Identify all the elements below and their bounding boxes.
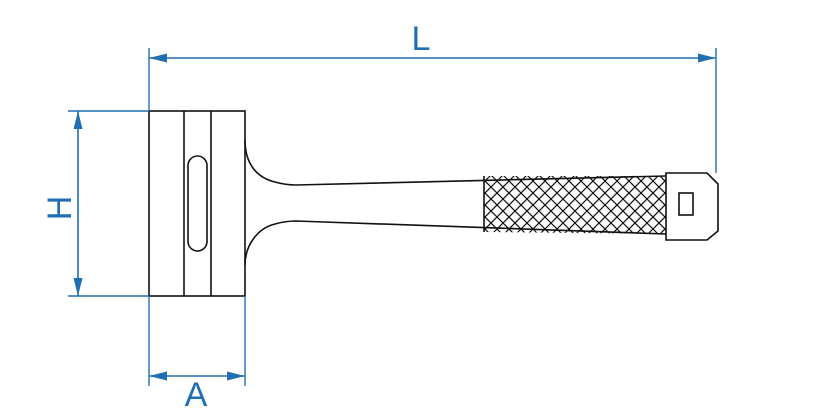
grip-hatch-line (641, 176, 666, 234)
grip-hatch-line (521, 176, 593, 234)
handle-lower-edge (244, 220, 667, 266)
grip-hatch-line (497, 176, 569, 234)
grip-hatch-line (665, 176, 666, 234)
end-cap-slot (678, 192, 694, 216)
grip-hatch-line (605, 176, 666, 234)
grip-hatch-line (593, 176, 665, 234)
grip-hatch-line (690, 170, 760, 240)
dimension-length: L (148, 20, 717, 173)
grip-hatch-line (485, 176, 557, 234)
length-arrow-left (149, 53, 167, 63)
grip-hatch-line (509, 176, 581, 234)
grip-hatch-line (484, 176, 521, 234)
width-arrow-left (149, 371, 167, 381)
grip-hatch-line (641, 176, 666, 234)
hammer-head (148, 110, 246, 297)
grip-hatch-line (484, 176, 497, 234)
grip-hatch-line (678, 170, 748, 240)
grip-hatch-line (678, 170, 748, 240)
height-arrow-bottom (73, 278, 83, 296)
grip-hatch-line (484, 176, 497, 234)
grip-hatch-line (484, 176, 533, 234)
head-slot (187, 155, 208, 252)
grip-hatch-line (581, 176, 653, 234)
dimension-head-width: A (148, 296, 246, 414)
height-arrow-top (73, 111, 83, 129)
grip-hatch-line (484, 176, 545, 234)
grip-hatch-line (545, 176, 617, 234)
grip-hatch-line (629, 176, 666, 234)
length-arrow-right (698, 53, 716, 63)
grip-hatch-line (690, 170, 760, 240)
grip-hatch-line (484, 176, 509, 234)
grip-hatch-line (665, 176, 666, 234)
grip-hatch-line (484, 176, 509, 234)
handle-upper-edge (244, 139, 667, 186)
grip-crosshatch (484, 170, 760, 240)
grip-hatch-line (533, 176, 605, 234)
dimension-height: H (41, 110, 149, 297)
grip-hatch-line (617, 176, 666, 234)
width-arrow-right (227, 371, 245, 381)
width-label: A (185, 376, 208, 414)
grip-hatch-line (569, 176, 641, 234)
end-cap (665, 172, 719, 241)
hammer (148, 110, 760, 297)
height-label: H (41, 196, 79, 221)
length-label: L (412, 20, 431, 58)
grip-hatch-line (557, 176, 629, 234)
